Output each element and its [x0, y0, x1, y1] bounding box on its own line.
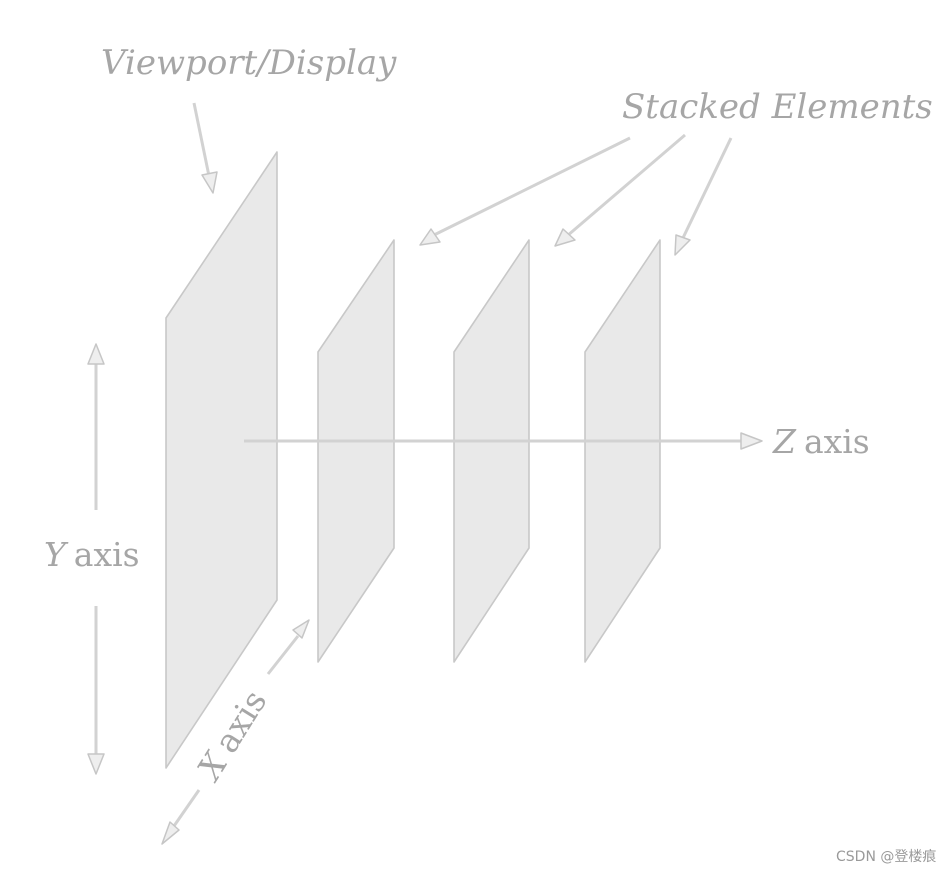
y-axis-word: axis [74, 535, 140, 574]
x-axis-arrow [161, 619, 310, 845]
viewport-label: Viewport/Display [101, 43, 397, 83]
stacked-callout-arrowhead-1-icon [419, 228, 441, 246]
viewport-callout-arrowhead-icon [201, 171, 218, 194]
watermark-text: CSDN @登楼痕 [836, 849, 936, 865]
stacked-elements-label: Stacked Elements [622, 87, 933, 127]
y-axis-arrowhead-up-icon [87, 343, 105, 365]
stacked-elements-callout-arrows [419, 133, 733, 256]
stacked-callout-arrowhead-3-icon [674, 234, 691, 256]
stacked-element-plane-2 [453, 239, 530, 663]
x-axis-arrowhead-down-icon [161, 821, 180, 845]
stacked-element-plane-3 [584, 239, 661, 663]
z-axis-arrow [244, 432, 763, 450]
viewport-plane [165, 151, 278, 769]
x-axis-word: axis [206, 683, 274, 759]
y-axis-arrow [87, 343, 105, 775]
y-axis-variable: Y [44, 535, 69, 574]
x-axis-arrowhead-up-icon [292, 619, 310, 639]
y-axis-arrowhead-down-icon [87, 753, 105, 775]
z-axis-word: axis [804, 422, 870, 461]
z-axis-arrowhead-icon [740, 432, 763, 450]
stacked-element-plane-1 [317, 239, 395, 663]
z-axis-variable: Z [772, 422, 797, 461]
viewport-callout-arrow [192, 102, 218, 194]
stacked-callout-arrowhead-2-icon [554, 228, 576, 247]
